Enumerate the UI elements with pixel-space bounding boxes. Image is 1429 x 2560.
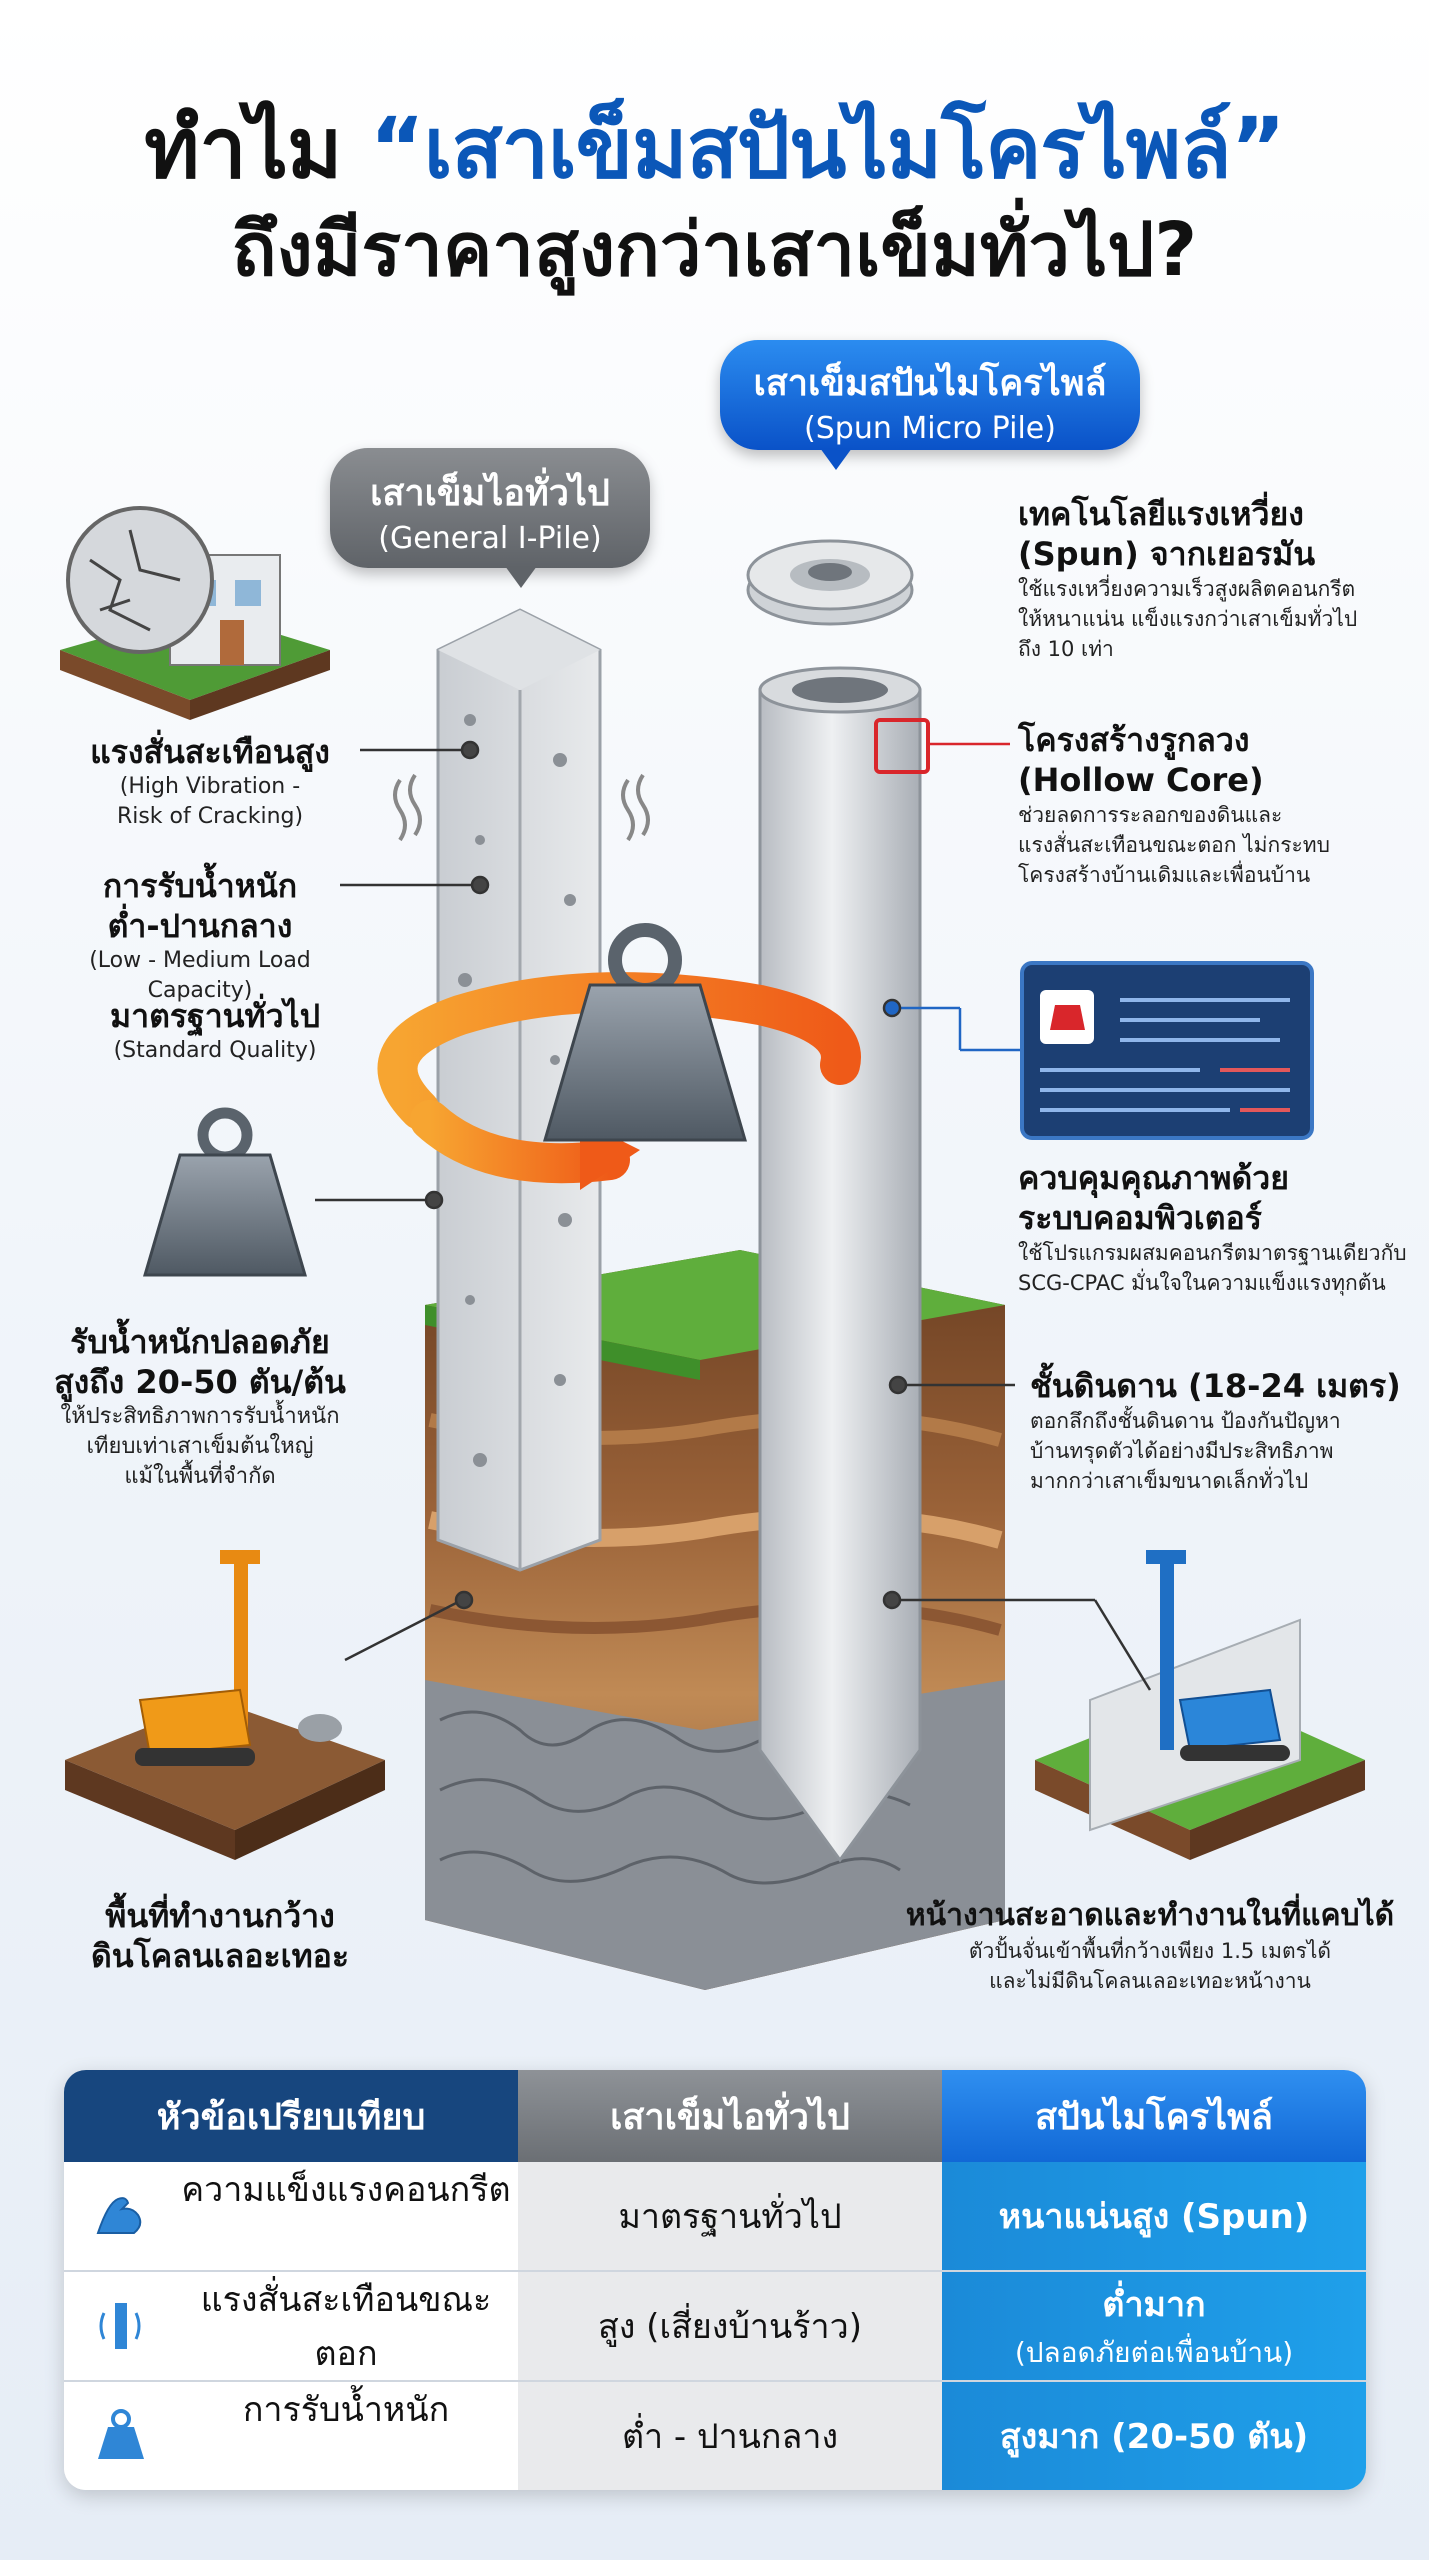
row-3-topic-text: การรับน้ำหนัก xyxy=(242,2390,450,2430)
load-title-2: ต่ำ-ปานกลาง xyxy=(107,907,293,945)
safe-load-desc-3: แม้ในพื้นที่จำกัด xyxy=(124,1464,276,1489)
row-2-spun-subtext: (ปลอดภัยต่อเพื่อนบ้าน) xyxy=(1014,2336,1294,2369)
row-1-topic-text: ความแข็งแรงคอนกรีต xyxy=(181,2170,511,2210)
label-hard-soil: ชั้นดินดาน (18-24 เมตร) ตอกลึกถึงชั้นดิน… xyxy=(1030,1366,1420,1496)
row-divider xyxy=(64,2270,1366,2272)
page-title-line2: ถึงมีราคาสูงกว่าเสาเข็มทั่วไป? xyxy=(231,207,1198,293)
spun-disc xyxy=(746,539,914,626)
general-i-pile xyxy=(393,608,650,1572)
standard-title: มาตรฐานทั่วไป xyxy=(110,997,320,1035)
row-2-topic-text: แรงสั่นสะเทือนขณะตอก xyxy=(200,2280,492,2374)
callout-lines xyxy=(315,740,1152,1691)
computer-desc-2: SCG-CPAC มั่นใจในความแข็งแรงทุกต้น xyxy=(1018,1271,1386,1295)
hard-soil-title: ชั้นดินดาน (18-24 เมตร) xyxy=(1030,1367,1401,1405)
muddy-site-icon xyxy=(65,1550,385,1860)
clean-site-desc-2: และไม่มีดินโคลนเลอะเทอะหน้างาน xyxy=(989,1969,1311,1993)
load-en: (Low - Medium Load Capacity) xyxy=(89,948,311,1003)
label-computer-control: ควบคุมคุณภาพด้วย ระบบคอมพิวเตอร์ ใช้โปรแ… xyxy=(1018,1158,1418,1298)
computer-desc-1: ใช้โปรแกรมผสมคอนกรีตมาตรฐานเดียวกับ xyxy=(1018,1241,1407,1265)
spun-micro-pile xyxy=(758,666,930,1863)
spun-tech-title-2: (Spun) จากเยอรมัน xyxy=(1018,535,1316,573)
muscle-icon xyxy=(96,2197,142,2234)
safe-load-title-1: รับน้ำหนักปลอดภัย xyxy=(70,1323,330,1361)
safe-load-desc-2: เทียบเท่าเสาเข็มต้นใหญ่ xyxy=(86,1434,314,1459)
hollow-desc-3: โครงสร้างบ้านเดิมและเพื่อนบ้าน xyxy=(1018,863,1311,887)
vibration-en-1: (High Vibration - xyxy=(119,774,301,799)
safe-load-desc-1: ให้ประสิทธิภาพการรับน้ำหนัก xyxy=(60,1404,340,1429)
bubble-tail xyxy=(505,566,537,588)
table-row-1-general: มาตรฐานทั่วไป xyxy=(518,2162,942,2270)
hard-soil-desc-2: บ้านทรุดตัวได้อย่างมีประสิทธิภาพ xyxy=(1030,1439,1334,1463)
clean-site-title: หน้างานสะอาดและทำงานในที่แคบได้ xyxy=(905,1898,1395,1933)
label-high-vibration: แรงสั่นสะเทือนสูง (High Vibration - Risk… xyxy=(60,732,360,832)
label-spun-technology: เทคโนโลยีแรงเหวี่ยง (Spun) จากเยอรมัน ใช… xyxy=(1018,494,1408,664)
hard-soil-desc-1: ตอกลึกถึงชั้นดินดาน ป้องกันปัญหา xyxy=(1030,1409,1341,1433)
clean-site-desc-1: ตัวปั้นจั่นเข้าพื้นที่กว้างเพียง 1.5 เมต… xyxy=(968,1939,1332,1963)
table-header-spun: สปันไมโครไพล์ xyxy=(942,2070,1366,2162)
row-divider xyxy=(64,2380,1366,2382)
hollow-title-1: โครงสร้างรูกลวง xyxy=(1018,721,1250,759)
hollow-desc-2: แรงสั่นสะเทือนขณะตอก ไม่กระทบ xyxy=(1018,833,1330,857)
page-title-line1: ทำไม “เสาเข็มสปันไมโครไพล์” xyxy=(0,80,1429,214)
pile-comparison-illustration xyxy=(60,506,1365,1990)
standard-en: (Standard Quality) xyxy=(113,1038,317,1063)
spun-bubble-th: เสาเข็มสปันไมโครไพล์ xyxy=(753,363,1107,404)
spun-tech-title-1: เทคโนโลยีแรงเหวี่ยง xyxy=(1018,495,1304,533)
safe-load-title-2: สูงถึง 20-50 ตัน/ต้น xyxy=(54,1363,346,1401)
spun-bubble-en: (Spun Micro Pile) xyxy=(804,411,1056,446)
table-row-3-topic: การรับน้ำหนัก xyxy=(64,2382,518,2490)
site-title-2: ดินโคลนเลอะเทอะ xyxy=(90,1937,350,1975)
computer-title-2: ระบบคอมพิวเตอร์ xyxy=(1018,1199,1262,1237)
weight-icon xyxy=(98,2409,144,2459)
label-safe-load: รับน้ำหนักปลอดภัย สูงถึง 20-50 ตัน/ต้น ใ… xyxy=(40,1322,360,1492)
spun-tech-desc-1: ใช้แรงเหวี่ยงความเร็วสูงผลิตคอนกรีต xyxy=(1018,577,1356,601)
computer-monitor-icon xyxy=(1020,961,1314,1140)
vibration-icon xyxy=(99,2303,141,2349)
spun-tech-desc-3: ถึง 10 เท่า xyxy=(1018,637,1114,661)
label-load-capacity: การรับน้ำหนัก ต่ำ-ปานกลาง (Low - Medium … xyxy=(40,866,360,1006)
general-bubble-en: (General I-Pile) xyxy=(378,521,602,556)
computer-title-1: ควบคุมคุณภาพด้วย xyxy=(1018,1159,1289,1197)
table-row-3-general: ต่ำ - ปานกลาง xyxy=(518,2382,942,2490)
label-standard-quality: มาตรฐานทั่วไป (Standard Quality) xyxy=(60,996,370,1066)
vibration-title: แรงสั่นสะเทือนสูง xyxy=(90,733,330,771)
table-row-2-spun: ต่ำมาก (ปลอดภัยต่อเพื่อนบ้าน) xyxy=(942,2272,1366,2380)
hollow-title-2: (Hollow Core) xyxy=(1018,761,1264,799)
bubble-tail xyxy=(820,448,852,470)
row-1-spun-text: หนาแน่นสูง (Spun) xyxy=(998,2197,1310,2237)
load-title-1: การรับน้ำหนัก xyxy=(102,867,298,905)
comparison-table: หัวข้อเปรียบเทียบ เสาเข็มไอทั่วไป สปันไม… xyxy=(64,2070,1366,2490)
table-header-topic: หัวข้อเปรียบเทียบ xyxy=(64,2070,518,2162)
label-clean-site: หน้างานสะอาดและทำงานในที่แคบได้ ตัวปั้นจ… xyxy=(880,1896,1420,1996)
general-bubble-th: เสาเข็มไอทั่วไป xyxy=(370,473,610,514)
label-muddy-site: พื้นที่ทำงานกว้าง ดินโคลนเลอะเทอะ xyxy=(60,1896,380,1976)
table-header-general: เสาเข็มไอทั่วไป xyxy=(518,2070,942,2162)
weight-icon-center xyxy=(543,923,747,1142)
title-prefix: ทำไม xyxy=(144,99,370,197)
row-2-spun-text: ต่ำมาก xyxy=(1102,2285,1206,2325)
hard-soil-desc-3: มากกว่าเสาเข็มขนาดเล็กทั่วไป xyxy=(1030,1469,1309,1493)
hollow-desc-1: ช่วยลดการระลอกของดินและ xyxy=(1018,803,1283,827)
site-title-1: พื้นที่ทำงานกว้าง xyxy=(105,1897,335,1935)
general-pile-bubble: เสาเข็มไอทั่วไป (General I-Pile) xyxy=(330,448,650,568)
table-row-1-topic: ความแข็งแรงคอนกรีต xyxy=(64,2162,518,2270)
label-hollow-core: โครงสร้างรูกลวง (Hollow Core) ช่วยลดการร… xyxy=(1018,720,1408,890)
cracked-house-icon xyxy=(60,506,330,720)
spun-tech-desc-2: ให้หนาแน่น แข็งแรงกว่าเสาเข็มทั่วไป xyxy=(1018,607,1358,631)
weight-icon-left xyxy=(143,1107,307,1277)
title-highlight: “เสาเข็มสปันไมโครไพล์” xyxy=(369,99,1286,197)
row-3-spun-text: สูงมาก (20-50 ตัน) xyxy=(999,2417,1309,2457)
vibration-en-2: Risk of Cracking) xyxy=(116,804,304,829)
clean-site-icon xyxy=(1035,1550,1365,1860)
table-row-2-topic: แรงสั่นสะเทือนขณะตอก xyxy=(64,2272,518,2380)
table-row-2-general: สูง (เสี่ยงบ้านร้าว) xyxy=(518,2272,942,2380)
spun-pile-bubble: เสาเข็มสปันไมโครไพล์ (Spun Micro Pile) xyxy=(720,340,1140,450)
table-row-1-spun: หนาแน่นสูง (Spun) xyxy=(942,2162,1366,2270)
table-row-3-spun: สูงมาก (20-50 ตัน) xyxy=(942,2382,1366,2490)
